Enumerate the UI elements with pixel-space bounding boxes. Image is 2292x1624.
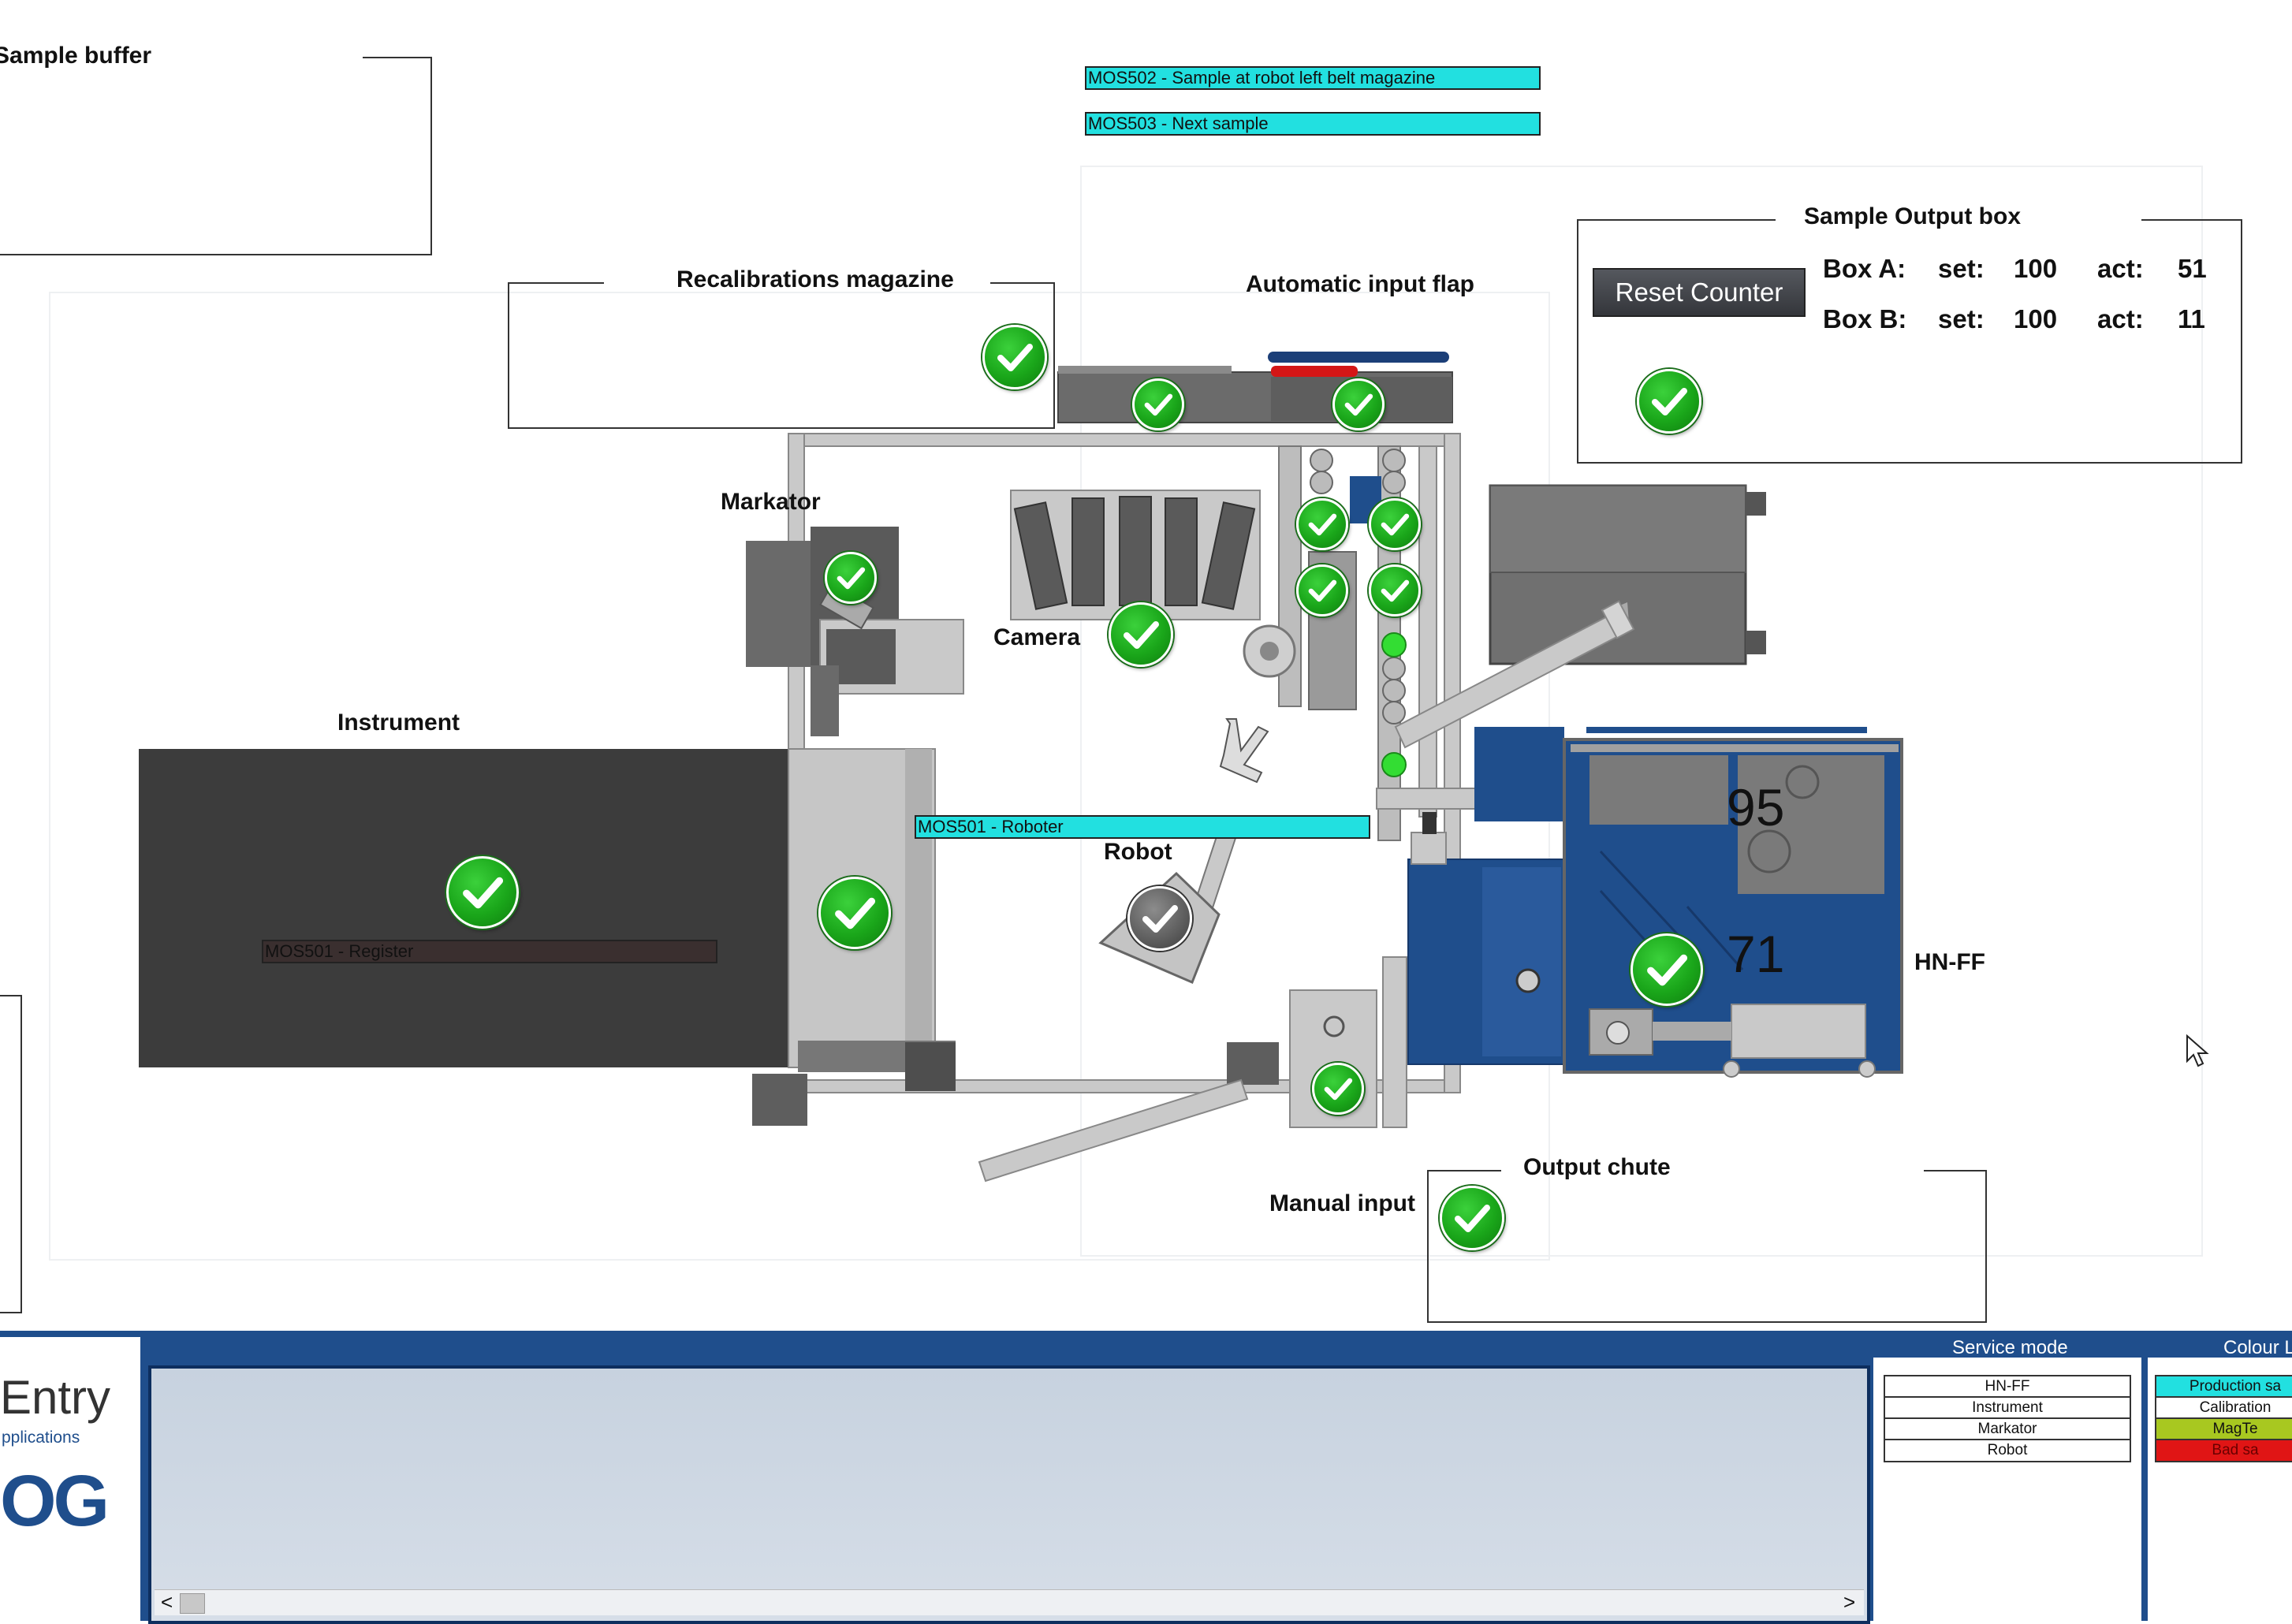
service-mode-hn-ff[interactable]: HN-FF [1884,1375,2131,1399]
manual-input-check-icon[interactable] [1312,1063,1364,1115]
output-box-check-icon[interactable] [1637,369,1701,434]
sample-output-box-label: Sample Output box [1804,203,2022,229]
company-logo: OG [0,1461,110,1541]
markator-label: Markator [721,489,821,515]
belt-sensor-2-check-icon[interactable] [1369,498,1421,550]
left-edge-frame [0,995,22,1313]
legend-calibration: Calibration [2155,1396,2292,1420]
box-b-set-label: set: [1938,304,1985,333]
camera-check-icon[interactable] [1109,602,1173,667]
box-b-label: Box B: [1823,304,1907,333]
automatic-input-flap-label: Automatic input flap [1246,271,1474,297]
box-b-set-value: 100 [2014,304,2058,333]
camera-label: Camera [993,624,1081,650]
hnff-value-bottom: 71 [1727,925,1785,983]
box-b-act-value: 11 [2178,304,2205,333]
box-b-act-label: act: [2097,304,2144,333]
input-conveyor-check-icon[interactable] [1132,378,1184,430]
legend-production-sample: Production sa [2155,1375,2292,1399]
hnff-value-top: 95 [1727,778,1785,836]
hn-ff-label: HN-FF [1914,949,1985,975]
mos501-register-bar: MOS501 - Register [262,940,717,963]
instrument-feeder-check-icon[interactable] [818,877,891,949]
markator-check-icon[interactable] [825,552,877,604]
legend-bad-sample: Bad sa [2155,1439,2292,1462]
instrument-label: Instrument [337,710,460,736]
output-chute-check-icon[interactable] [1440,1186,1504,1250]
service-mode-instrument[interactable]: Instrument [1884,1396,2131,1420]
box-a-set-label: set: [1938,254,1985,283]
box-a-act-label: act: [2097,254,2144,283]
belt-indicator-2 [1381,752,1407,777]
logo-text-entry: Entry [0,1371,111,1424]
mos503-bar: MOS503 - Next sample [1085,112,1541,136]
logo-area: Entry pplications OG [0,1337,140,1621]
logo-text-applications: pplications [2,1428,80,1447]
colour-legend-title: Colour L [2223,1337,2292,1358]
mos502-bar: MOS502 - Sample at robot left belt magaz… [1085,66,1541,90]
robot-label: Robot [1104,839,1172,865]
belt-sensor-3-check-icon[interactable] [1296,564,1348,616]
horizontal-scrollbar[interactable]: < > [155,1589,1864,1615]
box-a-act-value: 51 [2178,254,2207,283]
robot-status-check-icon[interactable] [1127,886,1192,951]
belt-indicator-1 [1381,632,1407,657]
service-mode-robot[interactable]: Robot [1884,1439,2131,1462]
message-log-area[interactable] [148,1365,1870,1624]
scroll-right-arrow-icon[interactable]: > [1843,1590,1856,1614]
box-a-label: Box A: [1823,254,1906,283]
output-chute-label: Output chute [1523,1154,1671,1180]
belt-sensor-4-check-icon[interactable] [1369,564,1421,616]
hn-ff-check-icon[interactable] [1630,933,1703,1006]
reset-counter-button[interactable]: Reset Counter [1593,268,1806,317]
scrollbar-thumb[interactable] [180,1593,205,1614]
input-flap-check-icon[interactable] [1332,378,1385,430]
instrument-check-icon[interactable] [446,856,519,929]
legend-magtest: MagTe [2155,1417,2292,1441]
belt-sensor-1-check-icon[interactable] [1296,498,1348,550]
box-a-set-value: 100 [2014,254,2058,283]
manual-input-label: Manual input [1269,1190,1415,1216]
service-mode-markator[interactable]: Markator [1884,1417,2131,1441]
background-outline-right [1080,166,2203,1257]
recalibrations-magazine-label: Recalibrations magazine [676,266,954,292]
mos501-roboter-bar: MOS501 - Roboter [915,815,1370,839]
scroll-left-arrow-icon[interactable]: < [161,1590,173,1614]
recalibrations-status-check-icon[interactable] [982,325,1047,389]
output-chute-frame [1427,1170,1987,1323]
sample-buffer-label: Sample buffer [0,43,152,69]
mouse-cursor-icon [2186,1034,2209,1067]
service-mode-title: Service mode [1952,1337,2068,1358]
